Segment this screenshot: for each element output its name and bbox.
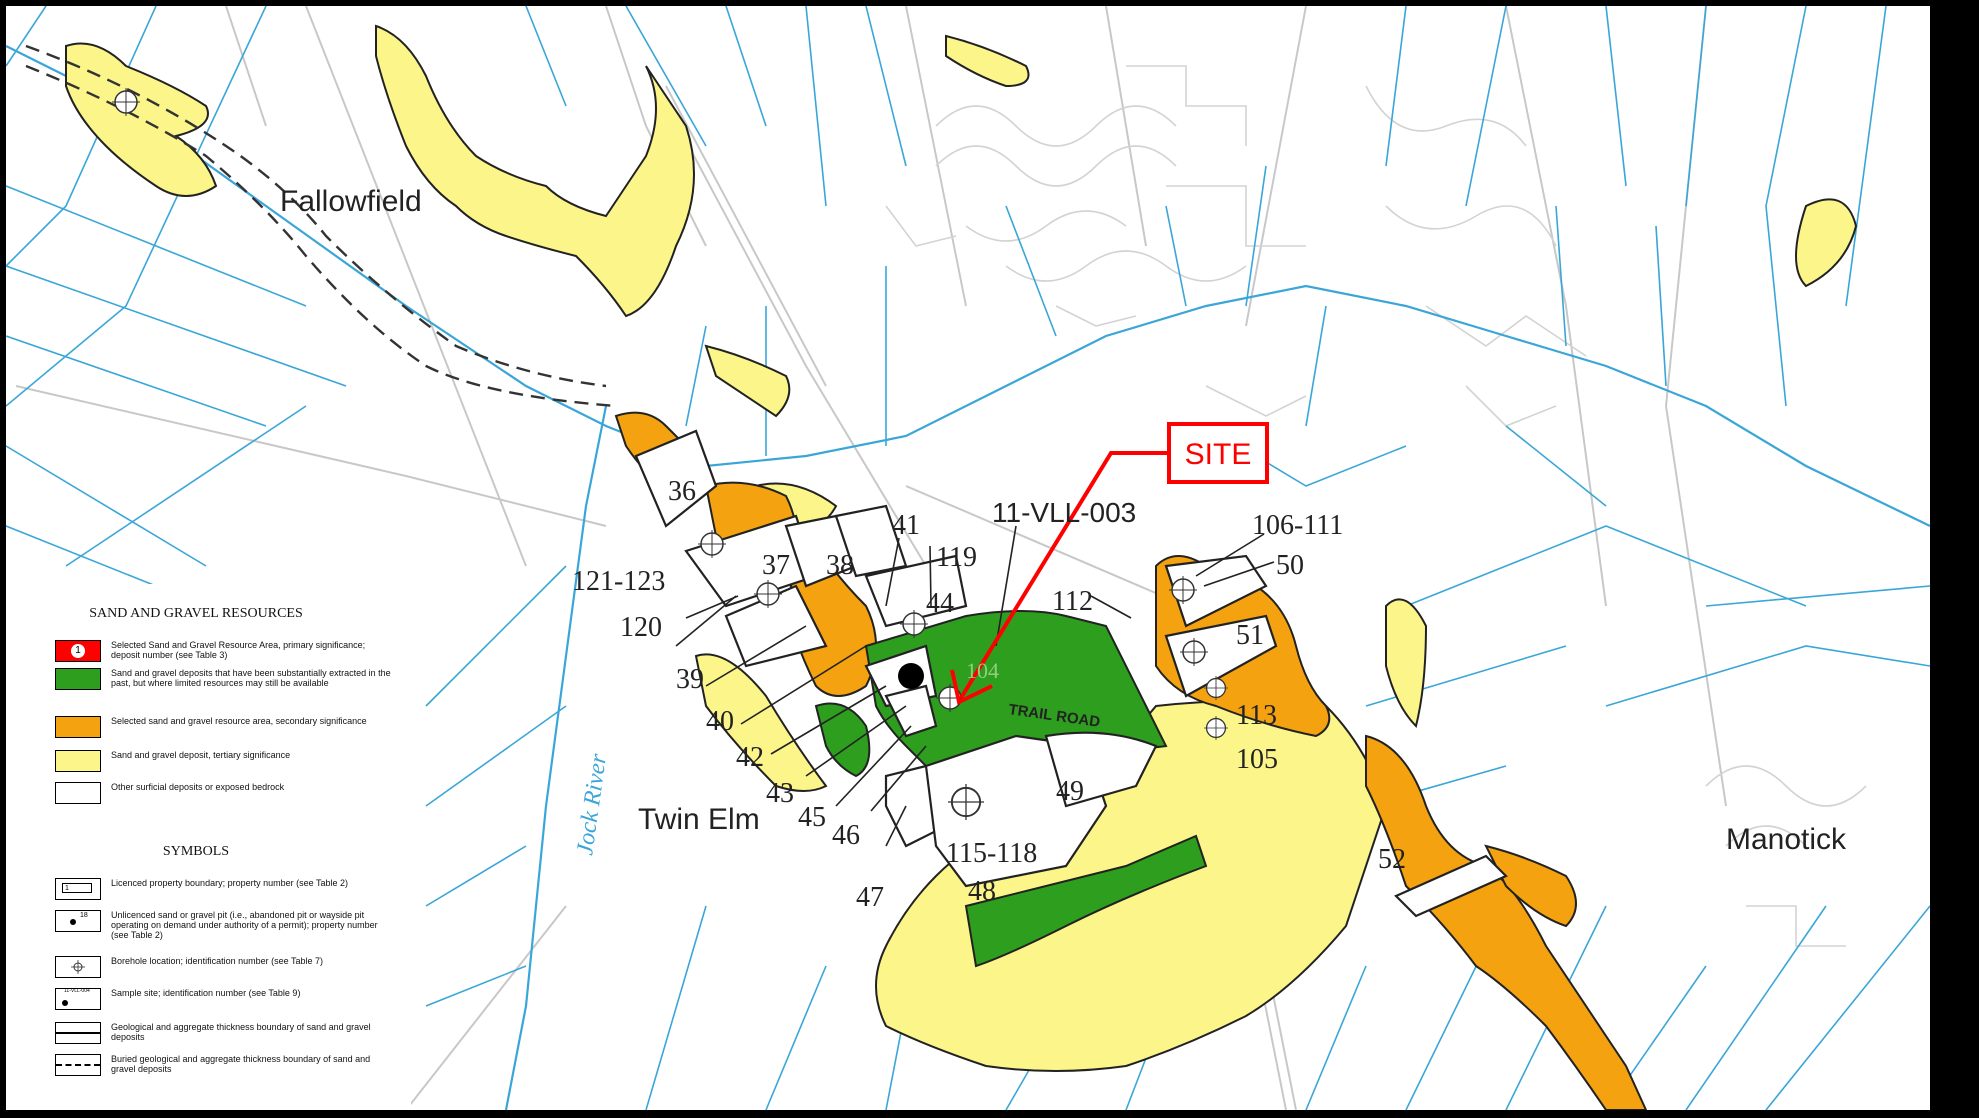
deposit-52: 52 <box>1378 844 1406 875</box>
map-frame: SITE Fallowfield Twin Elm Manotick Jock … <box>6 6 1930 1110</box>
licenced-swatch: 1 <box>55 878 101 900</box>
legend-secondary-text: Selected sand and gravel resource area, … <box>111 716 367 726</box>
site-label: SITE <box>1185 438 1252 471</box>
depleted-swatch <box>55 668 101 690</box>
legend-other-text: Other surficial deposits or exposed bedr… <box>111 782 285 792</box>
site-callout[interactable]: SITE <box>950 422 1269 705</box>
secondary-swatch <box>55 716 101 738</box>
legend-item-licenced: 1 Licenced property boundary; property n… <box>55 878 395 900</box>
deposit-46: 46 <box>832 820 860 851</box>
deposit-45: 45 <box>798 802 826 833</box>
legend-item-sample: 11-VLL-004 Sample site; identification n… <box>55 988 395 1010</box>
deposit-113: 113 <box>1236 700 1277 731</box>
site-arrow <box>959 451 1169 700</box>
deposit-42: 42 <box>736 742 764 773</box>
place-fallowfield: Fallowfield <box>280 185 422 218</box>
sample-icon <box>62 1000 68 1006</box>
legend-borehole-text: Borehole location; identification number… <box>111 956 323 966</box>
deposit-47: 47 <box>856 882 884 913</box>
borehole-swatch <box>55 956 101 978</box>
river-jock: Jock River <box>572 752 612 857</box>
deposit-50: 50 <box>1276 550 1304 581</box>
deposit-44: 44 <box>926 588 954 619</box>
deposit-49: 49 <box>1056 776 1084 807</box>
legend-item-buried: Buried geological and aggregate thicknes… <box>55 1054 395 1076</box>
legend-item-boundary: Geological and aggregate thickness bound… <box>55 1022 395 1044</box>
legend-item-depleted: Sand and gravel deposits that have been … <box>55 668 395 690</box>
deposit-106-111: 106-111 <box>1252 510 1343 541</box>
deposit-37: 37 <box>762 550 790 581</box>
legend-symbols-title: SYMBOLS <box>162 844 230 859</box>
deposit-119: 119 <box>936 542 977 573</box>
unlicenced-swatch: 18 <box>55 910 101 932</box>
deposit-120: 120 <box>620 612 662 643</box>
buried-line <box>56 1064 100 1066</box>
place-twin-elm: Twin Elm <box>638 803 760 836</box>
deposit-115-118: 115-118 <box>946 838 1037 869</box>
legend-item-primary: 1 Selected Sand and Gravel Resource Area… <box>55 640 395 662</box>
buried-swatch <box>55 1054 101 1076</box>
property-boundaries <box>634 429 1508 918</box>
boundary-line <box>56 1032 100 1034</box>
deposit-41: 41 <box>892 510 920 541</box>
deposit-43: 43 <box>766 778 794 809</box>
map-legend: SAND AND GRAVEL RESOURCES 1 Selected San… <box>26 584 411 1110</box>
deposit-48: 48 <box>968 876 996 907</box>
deposit-51: 51 <box>1236 620 1264 651</box>
borehole-icon <box>71 960 85 974</box>
legend-sample-text: Sample site; identification number (see … <box>111 988 301 998</box>
licenced-number: 1 <box>62 883 92 893</box>
watercourses <box>6 6 1930 1110</box>
primary-number: 1 <box>71 644 85 658</box>
legend-buried-text: Buried geological and aggregate thicknes… <box>111 1054 371 1074</box>
legend-primary-text: Selected Sand and Gravel Resource Area, … <box>111 640 366 660</box>
buried-boundary <box>25 44 617 408</box>
sample-swatch: 11-VLL-004 <box>55 988 101 1010</box>
boundary-swatch <box>55 1022 101 1044</box>
sample-id: 11-VLL-004 <box>64 988 90 994</box>
legend-item-borehole: Borehole location; identification number… <box>55 956 395 978</box>
deposit-40: 40 <box>706 706 734 737</box>
deposit-38: 38 <box>826 550 854 581</box>
tertiary-swatch <box>55 750 101 772</box>
legend-depleted-text: Sand and gravel deposits that have been … <box>111 668 391 688</box>
deposit-39: 39 <box>676 664 704 695</box>
place-manotick: Manotick <box>1726 823 1847 856</box>
pit-icon <box>70 919 76 925</box>
legend-item-tertiary: Sand and gravel deposit, tertiary signif… <box>55 750 395 772</box>
other-swatch <box>55 782 101 804</box>
map-canvas[interactable]: SITE Fallowfield Twin Elm Manotick Jock … <box>6 6 1930 1110</box>
deposit-112: 112 <box>1052 586 1093 617</box>
legend-item-other: Other surficial deposits or exposed bedr… <box>55 782 395 804</box>
legend-tertiary-text: Sand and gravel deposit, tertiary signif… <box>111 750 291 760</box>
sample-site-marker <box>898 663 924 689</box>
legend-licenced-text: Licenced property boundary; property num… <box>111 878 348 888</box>
deposit-105: 105 <box>1236 744 1278 775</box>
road-network <box>15 6 1867 1110</box>
legend-resources-title: SAND AND GRAVEL RESOURCES <box>89 606 303 621</box>
deposit-36: 36 <box>668 476 696 507</box>
legend-item-unlicenced: 18 Unlicenced sand or gravel pit (i.e., … <box>55 910 395 940</box>
deposit-104: 104 <box>966 658 999 683</box>
sample-site-label: 11-VLL-003 <box>992 497 1136 528</box>
legend-item-secondary: Selected sand and gravel resource area, … <box>55 716 395 738</box>
deposit-121-123: 121-123 <box>572 566 665 597</box>
legend-boundary-text: Geological and aggregate thickness bound… <box>111 1022 371 1042</box>
leader-lines <box>675 525 1275 847</box>
unlicenced-number: 18 <box>80 912 88 919</box>
primary-swatch: 1 <box>55 640 101 662</box>
legend-unlicenced-text: Unlicenced sand or gravel pit (i.e., aba… <box>111 910 378 940</box>
